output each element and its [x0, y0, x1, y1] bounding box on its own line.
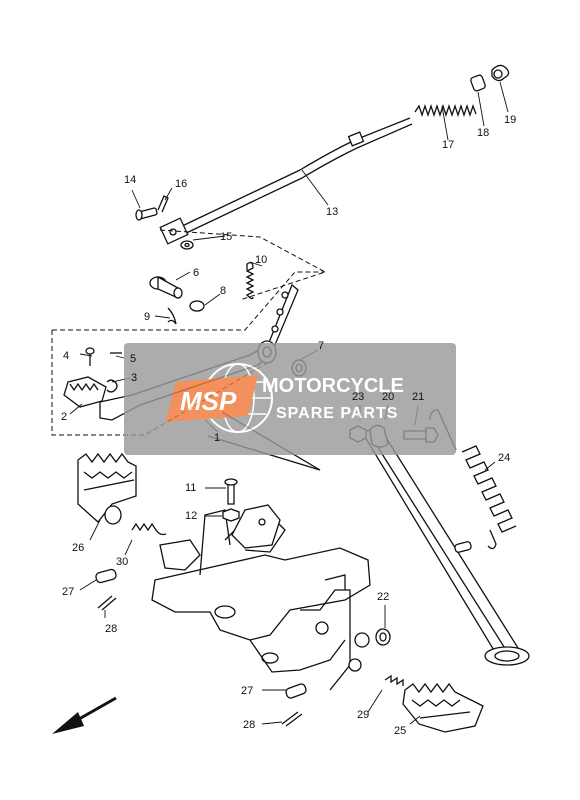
footrest-bracket [151, 509, 371, 691]
watermark: MSP MOTORCYCLE SPARE PARTS [124, 343, 456, 455]
snap-clip [167, 307, 177, 325]
callout-27a: 27 [62, 586, 74, 598]
callout-11: 11 [185, 482, 196, 494]
spring-hook-pin [454, 541, 472, 553]
callout-15: 15 [220, 231, 232, 243]
callout-2: 2 [61, 411, 67, 423]
left-footrest-spring [131, 522, 167, 536]
left-footrest-pin [95, 568, 117, 584]
watermark-logo-text: MSP [180, 386, 237, 416]
right-footrest-spring [384, 674, 404, 686]
callout-19: 19 [504, 114, 516, 126]
left-cotter-pin [97, 595, 117, 611]
callout-13: 13 [326, 206, 338, 218]
callout-7: 7 [318, 340, 324, 352]
callout-20: 20 [382, 391, 394, 403]
cotter-pin [157, 195, 169, 213]
callout-27b: 27 [241, 685, 253, 697]
pivot-shaft [149, 275, 183, 300]
callout-12: 12 [185, 510, 197, 522]
callout-29: 29 [357, 709, 369, 721]
right-footrest-pin [285, 683, 307, 699]
assembly-outline-upper [52, 229, 327, 331]
callout-8: 8 [220, 285, 226, 297]
callout-30: 30 [116, 556, 128, 568]
mount-nut [222, 508, 240, 522]
callout-25: 25 [394, 725, 406, 737]
wing-nut [491, 64, 510, 82]
callout-23: 23 [352, 391, 364, 403]
callout-28b: 28 [243, 719, 255, 731]
callout-14: 14 [124, 174, 136, 186]
watermark-logo: MSP [166, 363, 273, 433]
callout-21: 21 [412, 391, 424, 403]
callout-26: 26 [72, 542, 84, 554]
callout-10: 10 [255, 254, 267, 266]
front-direction-arrow-icon [52, 696, 117, 734]
watermark-line1: MOTORCYCLE [262, 375, 404, 397]
callout-17: 17 [442, 139, 454, 151]
leader-lines [69, 81, 509, 725]
collar [375, 628, 391, 646]
callout-16: 16 [175, 178, 187, 190]
mount-bolt [224, 478, 238, 505]
callout-5: 5 [130, 353, 136, 365]
adjuster-joint [470, 74, 486, 92]
clevis-pin [135, 207, 158, 221]
pedal-tip [63, 376, 107, 408]
weld-plate [231, 504, 281, 549]
callout-22: 22 [377, 591, 389, 603]
callout-labels: 1 2 3 4 5 6 7 8 9 10 11 12 13 14 15 16 1… [61, 114, 516, 737]
callout-9: 9 [144, 311, 150, 323]
right-cotter-pin [281, 711, 303, 727]
brake-rod-spring [414, 103, 477, 118]
return-spring [245, 262, 255, 300]
callout-1: 1 [214, 432, 220, 444]
left-footrest [77, 452, 137, 525]
callout-18: 18 [477, 127, 489, 139]
callout-24: 24 [498, 452, 510, 464]
callout-4: 4 [63, 350, 69, 362]
washer [180, 240, 194, 250]
callout-6: 6 [193, 267, 199, 279]
callout-3: 3 [131, 372, 137, 384]
watermark-panel [124, 343, 456, 455]
brake-rod [159, 117, 413, 245]
pedal-pivot-bolt [85, 347, 95, 366]
pedal-spring [106, 379, 118, 393]
right-footrest [402, 682, 484, 733]
flat-washer [189, 300, 205, 312]
watermark-line2: SPARE PARTS [276, 405, 398, 422]
callout-28a: 28 [105, 623, 117, 635]
